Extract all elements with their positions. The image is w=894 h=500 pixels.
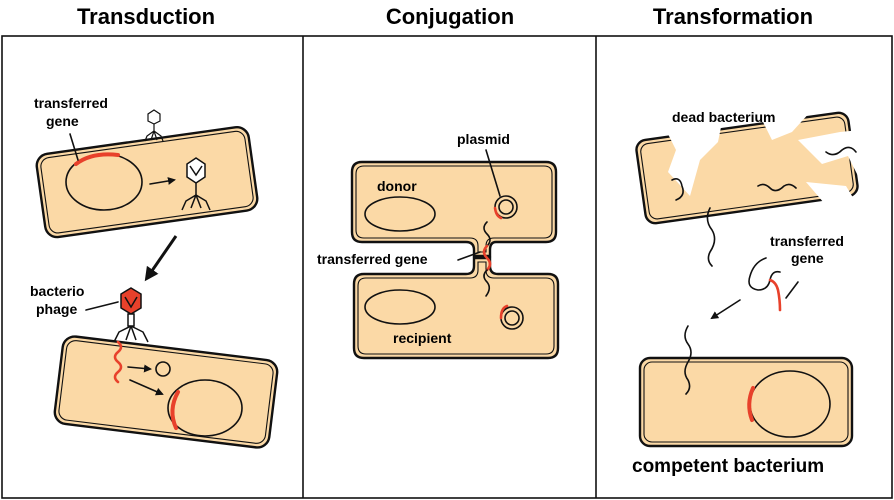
bacteriophage-icon xyxy=(113,287,149,343)
integration-arrow xyxy=(129,379,164,396)
transduction-panel: transferred gene bacterio phage xyxy=(30,95,279,449)
label-competent-bacterium: competent bacterium xyxy=(632,456,824,477)
conjugation-panel: plasmid donor transferred gene recipient xyxy=(317,131,560,360)
injected-dna xyxy=(113,340,123,384)
circular-dna xyxy=(155,361,171,377)
competent-bacterium xyxy=(638,325,854,448)
label-transferred-gene-line1: transferred xyxy=(34,95,108,111)
label-transferred-gene-transformation-line1: transferred xyxy=(770,233,844,249)
free-dna-fragment xyxy=(748,257,782,312)
label-donor: donor xyxy=(377,178,417,194)
uptake-arrow xyxy=(710,299,741,320)
label-transferred-gene-conjugation: transferred gene xyxy=(317,251,428,267)
leader-transferred-gene-transformation xyxy=(785,281,799,299)
label-transferred-gene-transformation-line2: gene xyxy=(791,250,824,266)
leader-transferred-gene-conjugation xyxy=(457,251,481,261)
transferred-gene-segment xyxy=(74,152,120,166)
donor-bacterium xyxy=(350,160,558,258)
title-transduction: Transduction xyxy=(77,4,215,29)
integrated-gene-segment xyxy=(170,390,180,430)
circularize-arrow xyxy=(127,364,152,373)
dead-bacterium xyxy=(635,110,860,267)
transduction-host-bacterium xyxy=(35,126,259,239)
leader-bacteriophage xyxy=(85,301,119,311)
label-plasmid: plasmid xyxy=(457,131,510,147)
conjugation-dna-lower xyxy=(483,269,491,297)
label-bacteriophage-line2: phage xyxy=(36,301,77,317)
assembly-arrow xyxy=(149,177,176,185)
conjugation-dna-upper xyxy=(483,221,491,247)
panel-outer-frame xyxy=(1,35,893,499)
conjugation-transferred-gene xyxy=(482,244,492,272)
transduction-recipient-bacterium xyxy=(53,335,279,449)
assembling-phage-icon xyxy=(181,157,211,211)
title-conjugation: Conjugation xyxy=(386,4,514,29)
label-recipient: recipient xyxy=(393,330,452,346)
label-dead-bacterium: dead bacterium xyxy=(672,109,775,125)
infection-arrow xyxy=(144,235,178,282)
leader-transferred-gene xyxy=(69,133,79,161)
title-transformation: Transformation xyxy=(653,4,813,29)
small-phage-icon xyxy=(144,109,164,142)
recipient-bacterium xyxy=(352,256,560,360)
label-bacteriophage-line1: bacterio xyxy=(30,283,84,299)
recipient-chromosome xyxy=(167,379,243,437)
transformation-panel: dead bacterium transferred gene competen… xyxy=(632,109,860,477)
label-transferred-gene-line2: gene xyxy=(46,113,79,129)
leader-plasmid xyxy=(485,149,501,197)
